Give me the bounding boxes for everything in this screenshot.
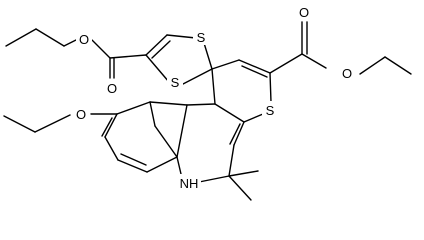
svg-text:O: O: [79, 32, 89, 47]
bond: [241, 65, 268, 78]
bond: [198, 175, 230, 183]
bond: [182, 68, 213, 85]
bond: [243, 113, 264, 123]
nitrogen-atom: NH: [177, 174, 201, 191]
bond: [3, 115, 36, 133]
oxygen-atom: O: [296, 3, 312, 20]
oxygen-atom: O: [339, 64, 355, 81]
svg-text:S: S: [197, 30, 206, 45]
svg-text:NH: NH: [180, 176, 199, 191]
svg-text:S: S: [171, 75, 180, 90]
bond: [109, 54, 147, 59]
bond: [149, 101, 156, 127]
oxygen-atom: O: [104, 79, 120, 96]
sulfur-atom: S: [167, 73, 183, 90]
bond: [176, 104, 188, 158]
bond: [176, 156, 182, 175]
sulfur-atom: S: [262, 101, 278, 118]
bond: [5, 28, 37, 47]
bond: [269, 72, 272, 103]
bond: [154, 125, 178, 158]
bond: [211, 59, 240, 70]
atom-labels: S S S O O O O O: [73, 3, 355, 191]
bond: [116, 101, 151, 115]
bond: [228, 170, 259, 177]
svg-text:O: O: [299, 5, 309, 20]
bond: [149, 101, 188, 106]
bond: [117, 159, 148, 173]
bond: [228, 144, 235, 177]
bond: [186, 103, 216, 106]
bond: [104, 136, 119, 161]
bond: [35, 28, 65, 47]
bond: [384, 56, 412, 75]
sulfur-atom: S: [193, 28, 209, 45]
bond: [91, 39, 111, 59]
svg-text:O: O: [342, 66, 352, 81]
bond: [238, 59, 271, 74]
bond: [203, 42, 213, 70]
bond: [229, 123, 241, 145]
bond: [211, 68, 216, 105]
bond: [145, 54, 170, 83]
bond: [228, 175, 252, 201]
bond: [166, 34, 197, 39]
bond: [104, 113, 118, 138]
bond-lines: [3, 21, 412, 201]
bond: [301, 53, 327, 69]
oxygen-atom: O: [73, 105, 89, 122]
oxygen-atom: O: [76, 30, 92, 47]
bond: [146, 156, 178, 173]
svg-text:O: O: [76, 107, 86, 122]
bond: [120, 153, 147, 166]
bond: [214, 103, 245, 123]
svg-text:O: O: [107, 81, 117, 96]
bond: [63, 39, 77, 47]
bond: [101, 117, 113, 137]
bond: [151, 40, 171, 59]
svg-text:S: S: [266, 103, 275, 118]
bond: [269, 53, 303, 74]
bond: [359, 56, 386, 75]
bond: [145, 34, 168, 56]
molecule-canvas: S S S O O O O O: [3, 3, 412, 201]
bond: [34, 114, 71, 133]
molecule-structure: S S S O O O O O: [3, 3, 412, 201]
bond: [233, 121, 245, 146]
